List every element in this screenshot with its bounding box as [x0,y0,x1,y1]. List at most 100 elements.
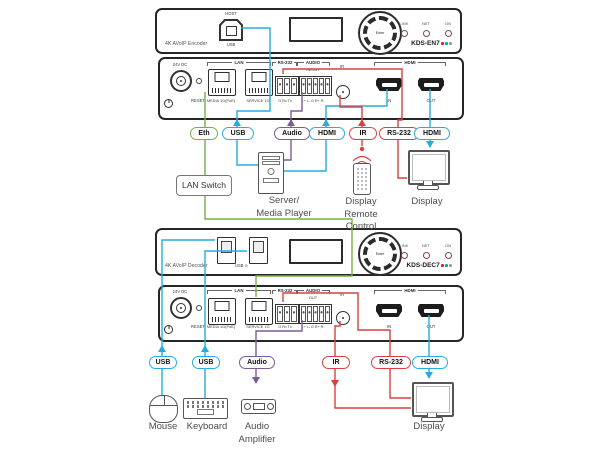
audio-arrow-down [252,377,260,384]
lan-group-label: LAN [207,288,271,294]
lan-service-port [245,298,273,325]
brand-dot-gray [449,42,452,45]
link-badge-rs232-bottom: RS-232 [371,356,411,369]
ir-cable-encoder [339,95,363,146]
audio-cable-encoder [282,92,303,161]
audio-direction-label: OUT [308,295,318,300]
ir-signal-dot [359,146,365,152]
hdmi-out-label: OUT [426,324,436,329]
led-net-label: NET [422,21,430,26]
ir-wave-outer [352,155,372,162]
usb2-arrow-up [201,345,209,352]
knob-ring: Enter [363,237,397,271]
hdmi-in-port [376,78,402,91]
link-badge-hdmi-out: HDMI [414,127,450,140]
rs232-cable-encoder [282,68,407,179]
knob-ring: Enter [363,16,397,50]
hdmi-in-port [376,304,402,317]
encoder-model-text: KDS-EN7 [411,40,440,47]
rs232-cable-decoder [282,292,411,399]
rs232-pins-label: G Rx Tx [278,324,292,329]
link-badge-ir-top: IR [349,127,377,140]
eth-cable [204,92,353,297]
power-icon [164,99,173,108]
decoder-rear-panel: 24V DC RESET LAN MEDIA 1G(PoE) SERVICE 1… [158,285,464,342]
display-bottom-label: Display [413,421,445,432]
server-icon [258,152,284,194]
rs232-pins-label: G Rx Tx [278,98,292,103]
decoder-name: 4K AVoIP Decoder [165,263,208,269]
hdmi-out-port [418,78,444,91]
encoder-front-panel: 4K AVoIP Encoder HOST USB Enter LINK NET… [155,8,462,55]
rs232-terminal-block [275,304,299,324]
ir-cable-decoder [334,321,411,409]
usb-arrow-up [233,119,241,126]
ir-label: IR [339,292,345,297]
on-led [445,30,452,37]
on-led [445,252,452,259]
brand-dot-red [441,42,444,45]
rs232-terminal-block [275,76,299,96]
reset-label: RESET [191,98,205,103]
audio-group-label: AUDIO [296,60,330,66]
lcd-screen [289,17,343,42]
usb-port-label: USB [226,42,236,47]
led-net-label: NET [422,243,430,248]
lan-media-label: MEDIA 1G(PoE) [206,98,236,103]
hdmi-arrow-up [322,119,330,126]
hdmi-arrow-down [426,141,434,148]
display-bottom-base [421,417,443,422]
net-led [423,252,430,259]
link-badge-rs232-top: RS-232 [379,127,419,140]
mouse-icon [149,395,178,423]
audio-terminal-block [299,304,332,324]
brand-dot-teal [445,42,448,45]
hdmi-in-label: IN [386,324,392,329]
brand-dot-red [441,264,444,267]
enter-button: Enter [375,31,385,35]
hdmi-in-label: IN [386,98,392,103]
navigation-knob: Enter [358,232,402,276]
lan-media-port [208,298,236,325]
lan-media-port [208,69,236,96]
led-on-label: ON [445,243,451,248]
usb-cable-encoder [236,27,271,166]
power-connector [170,297,192,319]
lan-service-label: SERVICE 1G [246,324,270,329]
lan-service-label: SERVICE 1G [246,98,270,103]
led-link-label: LINK [399,243,409,248]
link-badge-ir-bottom: IR [322,356,350,369]
usb-b-port-contact [226,26,237,36]
power-connector [170,70,192,92]
decoder-usb-label: USB ⊙ [234,263,249,268]
link-badge-usb-keyboard: USB [192,356,220,369]
lan-switch: LAN Switch [176,175,232,196]
amplifier-icon [241,399,276,414]
lcd-screen [289,239,343,264]
usb-host-label: HOST [225,11,237,16]
keyboard-label: Keyboard [186,421,228,432]
reset-label: RESET [191,324,205,329]
ir-label: IR [339,64,345,69]
decoder-model: KDS-DEC7 [406,262,452,269]
usb-cable-keyboard [204,250,247,398]
hdmi-out-port [418,304,444,317]
power-label: 24V DC [172,289,188,294]
lan-service-port [245,69,273,96]
hdmi-group-label: HDMI [374,60,446,66]
link-badge-hdmi-in: HDMI [309,127,345,140]
lan-media-label: MEDIA 1G(PoE) [206,324,236,329]
power-label: 24V DC [172,62,188,67]
usb-b-port [219,19,243,41]
usb1-arrow-up [158,345,166,352]
net-led [423,30,430,37]
display-top-base [417,185,439,190]
audio-cable-decoder [255,320,303,377]
led-on-label: ON [445,21,451,26]
audio-pins-label: L+ L- G R+ R- [301,98,325,103]
link-badge-audio-bottom: Audio [239,356,275,369]
audio-group-label: AUDIO [296,288,330,294]
power-icon [164,325,173,334]
encoder-model: KDS-EN7 [411,40,452,47]
